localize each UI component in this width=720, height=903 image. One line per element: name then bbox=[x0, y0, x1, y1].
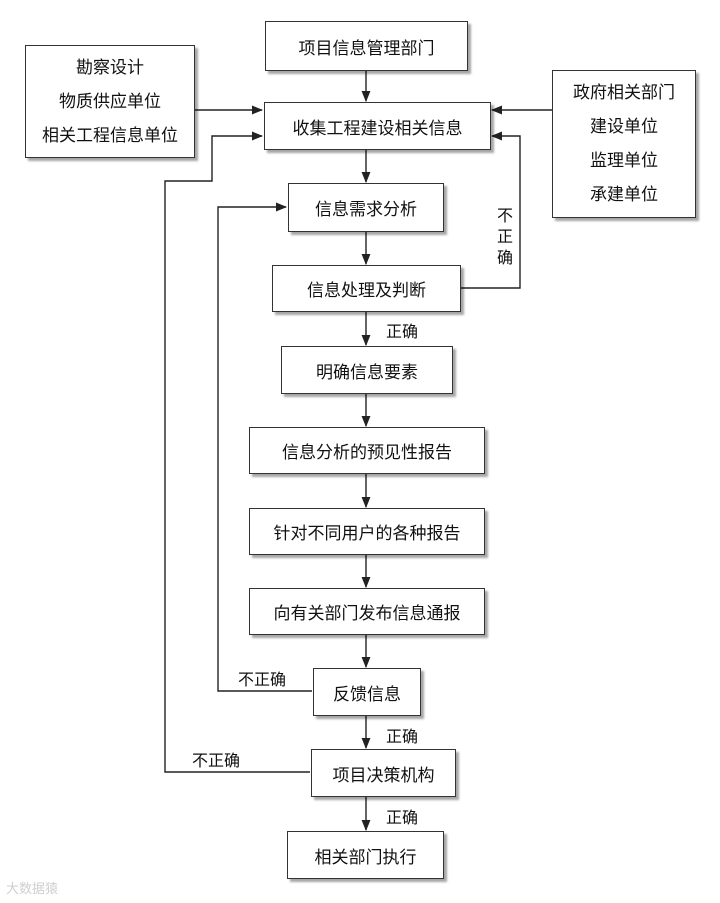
node-label: 信息分析的预见性报告 bbox=[282, 443, 452, 463]
node-label: 信息处理及判断 bbox=[307, 281, 426, 301]
arrow-process-incorrect-loop bbox=[461, 131, 521, 289]
node-feedback: 反馈信息 bbox=[313, 668, 421, 716]
node-label: 项目决策机构 bbox=[332, 765, 435, 786]
node-label: 向有关部门发布信息通报 bbox=[273, 604, 461, 624]
node-process-judge: 信息处理及判断 bbox=[272, 265, 461, 312]
label-decision-incorrect: 不正确 bbox=[192, 751, 241, 770]
node-clarify-elements: 明确信息要素 bbox=[281, 346, 453, 394]
right-source-item: 监理单位 bbox=[590, 151, 658, 171]
right-source-item: 政府相关部门 bbox=[573, 83, 675, 103]
node-label: 反馈信息 bbox=[333, 684, 401, 705]
left-source-item: 相关工程信息单位 bbox=[42, 125, 178, 146]
left-sources-box: 勘察设计 物质供应单位 相关工程信息单位 bbox=[25, 45, 195, 158]
left-source-item: 勘察设计 bbox=[76, 57, 144, 78]
right-source-item: 承建单位 bbox=[590, 185, 658, 205]
node-execute: 相关部门执行 bbox=[287, 831, 444, 879]
node-user-reports: 针对不同用户的各种报告 bbox=[249, 508, 485, 555]
node-label: 收集工程建设相关信息 bbox=[292, 118, 463, 139]
right-sources-box: 政府相关部门 建设单位 监理单位 承建单位 bbox=[552, 70, 696, 218]
node-collect-info: 收集工程建设相关信息 bbox=[264, 102, 491, 150]
node-label: 信息需求分析 bbox=[315, 200, 417, 220]
label-decision-correct: 正确 bbox=[386, 808, 419, 827]
node-label: 相关部门执行 bbox=[314, 847, 417, 868]
node-label: 明确信息要素 bbox=[316, 362, 418, 383]
label-process-correct: 正确 bbox=[386, 322, 419, 341]
label-feedback-correct: 正确 bbox=[386, 727, 419, 746]
node-demand-analysis: 信息需求分析 bbox=[288, 183, 444, 232]
watermark: 大数据猿 bbox=[6, 882, 59, 897]
left-source-item: 物质供应单位 bbox=[59, 91, 161, 112]
label-feedback-incorrect: 不正确 bbox=[238, 670, 287, 689]
node-publish-notice: 向有关部门发布信息通报 bbox=[249, 588, 485, 635]
node-label: 针对不同用户的各种报告 bbox=[273, 524, 461, 544]
right-source-item: 建设单位 bbox=[590, 117, 658, 137]
node-decision-body: 项目决策机构 bbox=[311, 749, 456, 797]
node-label: 项目信息管理部门 bbox=[298, 38, 435, 59]
label-process-incorrect: 不正确 bbox=[496, 206, 513, 267]
node-forecast-report: 信息分析的预见性报告 bbox=[249, 427, 485, 474]
arrow-feedback-incorrect-loop bbox=[217, 202, 312, 692]
node-info-management-dept: 项目信息管理部门 bbox=[265, 21, 468, 71]
arrow-decision-incorrect-loop bbox=[164, 131, 310, 773]
